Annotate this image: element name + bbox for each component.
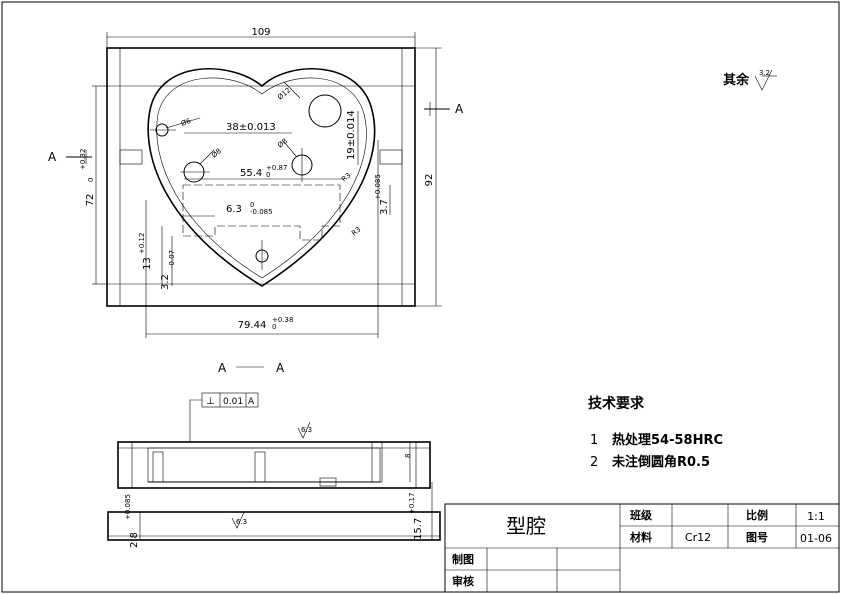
hole-d12 (308, 94, 342, 128)
drawing-no-value: 01-06 (800, 532, 832, 545)
dim-15-7-tol: +0.17 (408, 493, 416, 514)
dim-6-3: 6.3 (226, 204, 242, 215)
section-view: A A ⊥ 0.01 A 6.3 6.3 8 15.7 (107, 361, 441, 548)
tech-item-1-num: 1 (590, 433, 598, 448)
plate-outline (106, 47, 416, 307)
dim-3-7: 3.7 (379, 199, 390, 215)
dim-79-44: 79.44 (238, 320, 267, 331)
tech-item-1-text: 热处理54-58HRC (612, 432, 723, 448)
tech-item-2-text: 未注倒圆角R0.5 (611, 454, 710, 470)
roughness-note: 其余 3.2 (723, 69, 777, 91)
dim-72: 72 (85, 194, 96, 207)
dim-2-8: 2.8 (129, 532, 140, 548)
dim-79-44-tol-upper: +0.38 (272, 316, 293, 324)
dim-15-7: 15.7 (413, 518, 424, 540)
roughness-label: 其余 (723, 72, 750, 88)
label-r3-b: R3 (350, 225, 362, 237)
top-view: 109 92 72 +0.32 0 79.44 +0.38 0 38±0.013… (48, 27, 464, 338)
dim-72-tol-upper: +0.32 (79, 149, 87, 170)
material-value: Cr12 (685, 531, 711, 544)
tech-title: 技术要求 (588, 395, 645, 412)
dim-3-2: 3.2 (160, 274, 171, 290)
dim-92: 92 (424, 174, 435, 187)
label-d12: Ø12 (276, 86, 292, 101)
scale-label: 比例 (746, 508, 768, 522)
drawn-label: 制图 (452, 552, 474, 566)
dim-3-2-tol: -0.07 (168, 250, 176, 268)
dim-3-7-tol: +0.085 (374, 174, 382, 200)
dim-6-3-tol-lower: -0.085 (250, 208, 273, 216)
checked-label: 审核 (452, 574, 474, 588)
class-label: 班级 (630, 508, 653, 522)
tech-requirements: 技术要求 1 热处理54-58HRC 2 未注倒圆角R0.5 (588, 395, 723, 470)
material-label: 材料 (630, 530, 652, 544)
dim-79-44-tol-lower: 0 (272, 323, 276, 331)
flatness-value: 0.01 (223, 397, 243, 407)
section-marker-left: A (48, 150, 57, 164)
section-marker-right: A (455, 102, 464, 116)
section-title-right: A (276, 361, 285, 375)
roughness-bottom: 6.3 (236, 518, 247, 526)
dim-19: 19±0.014 (346, 110, 357, 160)
label-d8-left: Ø8 (210, 147, 223, 160)
roughness-top: 6.3 (301, 426, 312, 434)
part-name: 型腔 (506, 514, 546, 538)
dim-55-4-tol-lower: 0 (266, 171, 270, 179)
dim-2-8-tol: +0.085 (124, 494, 132, 520)
title-block: 型腔 班级 比例 1:1 材料 Cr12 图号 01-06 制图 审核 (444, 503, 840, 593)
dim-72-tol-lower: 0 (87, 178, 95, 182)
flatness-symbol: ⊥ (206, 396, 215, 407)
dim-13: 13 (142, 257, 153, 270)
section-title-left: A (218, 361, 227, 375)
tech-item-2-num: 2 (590, 455, 598, 470)
flatness-datum: A (248, 397, 255, 407)
roughness-value: 3.2 (759, 69, 770, 77)
drawing-no-label: 图号 (746, 531, 768, 544)
label-d8-right: Ø8 (276, 137, 289, 150)
dim-55-4-tol-upper: +0.87 (266, 164, 287, 172)
section-body (117, 441, 431, 489)
dim-8: 8 (404, 454, 412, 458)
scale-value: 1:1 (807, 510, 825, 523)
label-d6: Ø6 (180, 117, 193, 128)
dim-13-tol: +0.12 (138, 233, 146, 254)
heart-cavity-outer (147, 68, 376, 287)
dim-38: 38±0.013 (226, 122, 276, 133)
dim-55-4: 55.4 (240, 168, 262, 179)
dim-109: 109 (251, 27, 270, 38)
label-r3-a: R3 (340, 171, 352, 183)
dim-6-3-tol-upper: 0 (250, 201, 254, 209)
section-base (107, 511, 441, 541)
